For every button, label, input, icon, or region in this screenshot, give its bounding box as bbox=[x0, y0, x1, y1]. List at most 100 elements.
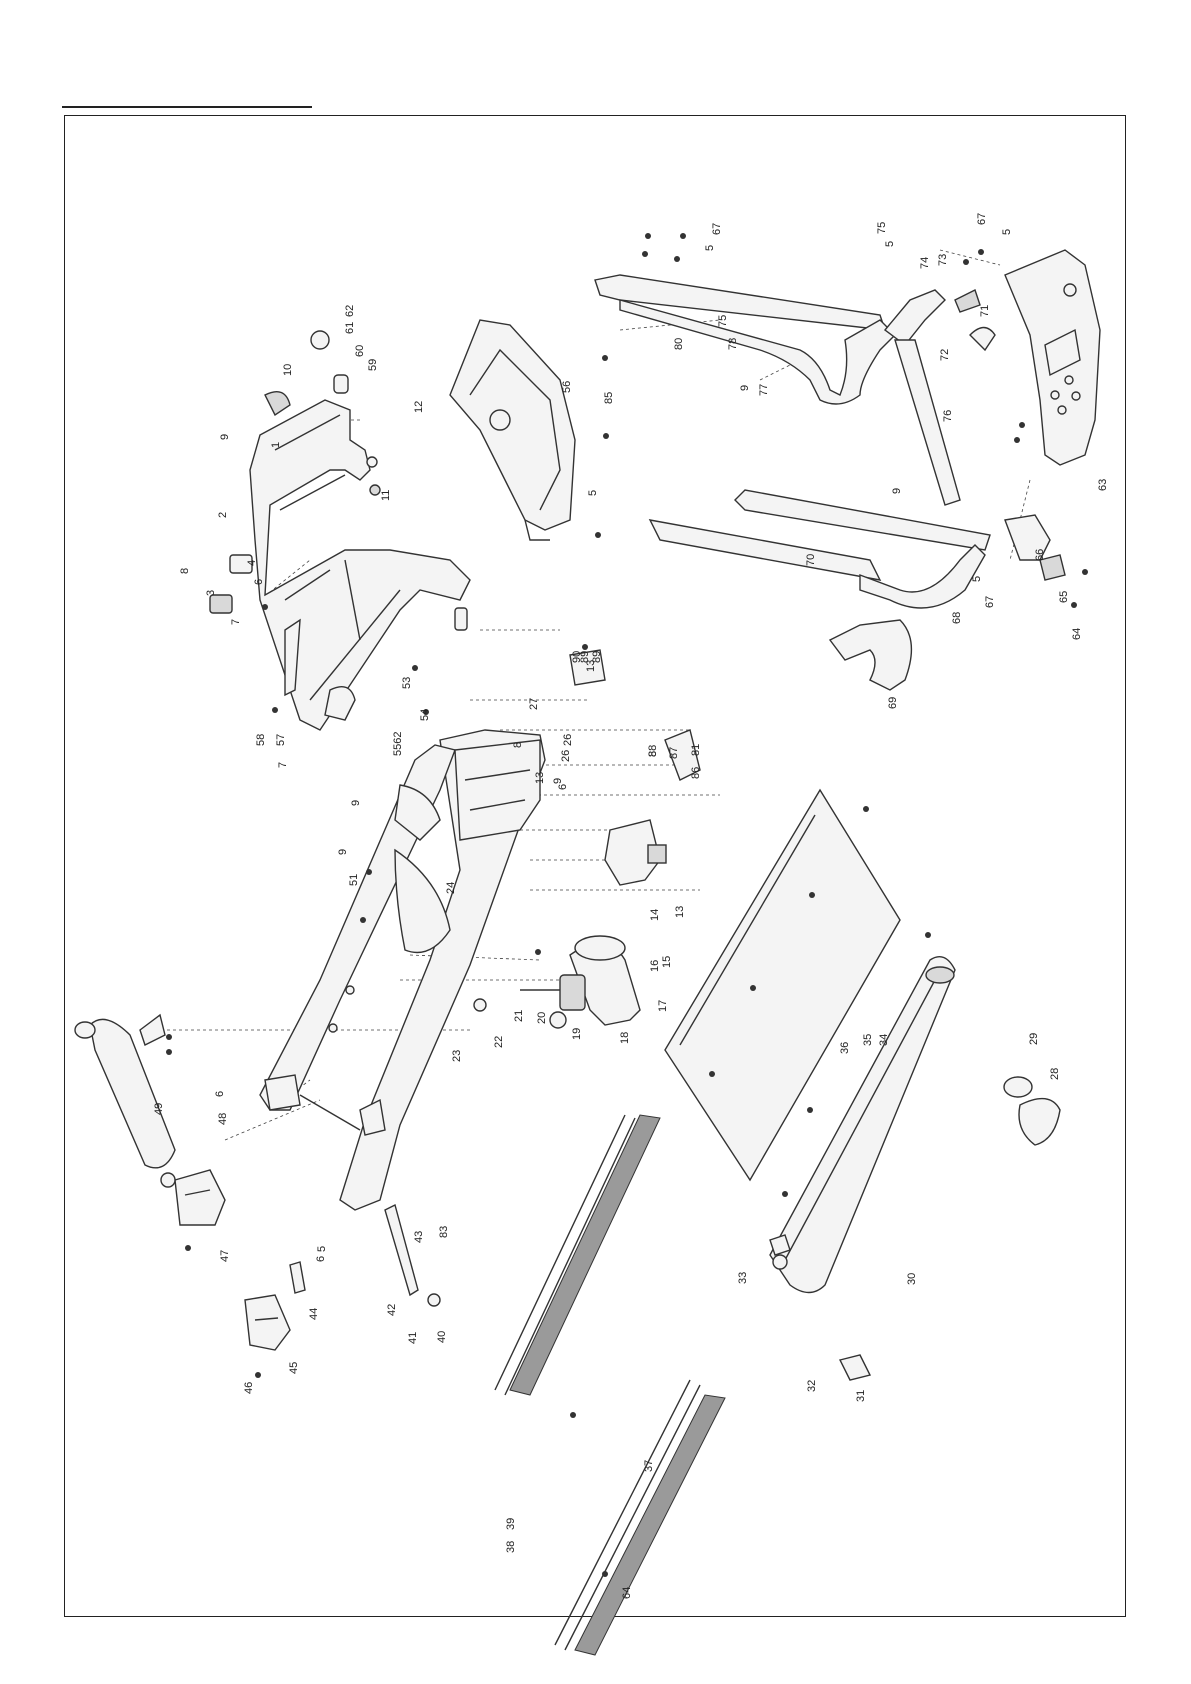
callout-c7b: 7 bbox=[277, 762, 289, 768]
callout-c5b: 5 bbox=[884, 241, 896, 247]
callout-c13b: 13 bbox=[534, 772, 546, 784]
leveling-bolt-42 bbox=[384, 1203, 419, 1297]
callout-c5d: 5 bbox=[971, 576, 983, 582]
callout-c23: 23 bbox=[451, 1050, 463, 1062]
callout-c34: 34 bbox=[878, 1034, 890, 1046]
console-panel-63 bbox=[1004, 249, 1101, 466]
callout-c19: 19 bbox=[571, 1028, 583, 1040]
callout-c37: 37 bbox=[643, 1460, 655, 1472]
callout-c8c: 8 bbox=[647, 751, 659, 757]
callout-c5f: 5 bbox=[587, 490, 599, 496]
callout-c67c: 67 bbox=[984, 596, 996, 608]
callout-c9c: 9 bbox=[337, 849, 349, 855]
right-handrail-bar bbox=[734, 489, 991, 551]
callout-c61: 61 bbox=[344, 322, 356, 334]
callout-c31: 31 bbox=[855, 1390, 867, 1402]
callout-c17: 17 bbox=[657, 1000, 669, 1012]
callout-c29: 29 bbox=[1028, 1033, 1040, 1045]
callout-c30: 30 bbox=[906, 1273, 918, 1285]
callout-c35: 35 bbox=[862, 1034, 874, 1046]
callout-c5e: 5 bbox=[316, 1246, 328, 1252]
roller-pulley-29 bbox=[1003, 1076, 1033, 1098]
callout-c72: 72 bbox=[939, 349, 951, 361]
callout-c67a: 67 bbox=[711, 223, 723, 235]
callout-c81: 81 bbox=[690, 744, 702, 756]
callout-c41: 41 bbox=[407, 1332, 419, 1344]
callout-c22: 22 bbox=[493, 1036, 505, 1048]
rear-end-cap-47 bbox=[174, 1169, 226, 1226]
callout-c83: 83 bbox=[438, 1226, 450, 1238]
callout-c42: 42 bbox=[386, 1304, 398, 1316]
callout-c85: 85 bbox=[603, 392, 615, 404]
callout-c5562: 5562 bbox=[392, 732, 404, 756]
callout-c75a: 75 bbox=[876, 222, 888, 234]
callout-c21: 21 bbox=[513, 1010, 525, 1022]
header-rule bbox=[62, 106, 312, 108]
callout-c64a: 64 bbox=[1071, 628, 1083, 640]
callout-c58: 58 bbox=[255, 734, 267, 746]
rear-foot-assembly bbox=[74, 1013, 441, 1351]
callout-c68: 68 bbox=[951, 612, 963, 624]
callout-c9a: 9 bbox=[219, 434, 231, 440]
callout-c46: 46 bbox=[243, 1382, 255, 1394]
callout-labels: 1234555555666677888999999101112131313141… bbox=[153, 213, 1109, 1599]
callout-c60: 60 bbox=[354, 345, 366, 357]
callout-c20: 20 bbox=[536, 1012, 548, 1024]
callout-c47: 47 bbox=[219, 1250, 231, 1262]
callout-c65: 65 bbox=[1058, 591, 1070, 603]
callout-c36: 36 bbox=[839, 1042, 851, 1054]
callout-c67b: 67 bbox=[976, 213, 988, 225]
callout-c27: 27 bbox=[528, 698, 540, 710]
upright-cap-left bbox=[264, 391, 291, 417]
callout-c51: 51 bbox=[348, 874, 360, 886]
callout-c48: 48 bbox=[217, 1113, 229, 1125]
upright-base-block bbox=[229, 554, 253, 574]
rear-roller-tube-49 bbox=[89, 1018, 176, 1169]
callout-c66: 66 bbox=[1034, 549, 1046, 561]
callout-c77: 77 bbox=[758, 384, 770, 396]
callout-c44: 44 bbox=[308, 1308, 320, 1320]
main-deck-frame bbox=[259, 729, 546, 1211]
callout-c6c: 6 bbox=[315, 1256, 327, 1262]
callout-c45: 45 bbox=[288, 1362, 300, 1374]
callout-c74: 74 bbox=[919, 257, 931, 269]
callout-c62: 62 bbox=[344, 305, 356, 317]
callout-c8a: 8 bbox=[179, 568, 191, 574]
callout-c5c: 5 bbox=[1001, 229, 1013, 235]
running-deck-36 bbox=[664, 788, 901, 1182]
callout-c13c: 13 bbox=[674, 906, 686, 918]
callout-c26a: 26 bbox=[562, 734, 574, 746]
callout-c59: 59 bbox=[367, 359, 379, 371]
callout-c3: 3 bbox=[205, 590, 217, 596]
callout-c73: 73 bbox=[937, 254, 949, 266]
callout-c9f: 9 bbox=[552, 778, 564, 784]
console-bracket-66 bbox=[1004, 514, 1051, 561]
callout-c76: 76 bbox=[942, 410, 954, 422]
callout-c6d: 6 bbox=[557, 784, 569, 790]
callout-c90: 90 bbox=[571, 651, 583, 663]
callout-c71: 71 bbox=[979, 305, 991, 317]
safety-key-72 bbox=[969, 326, 996, 352]
callout-c1: 1 bbox=[270, 442, 282, 448]
callout-c5a: 5 bbox=[704, 245, 716, 251]
callout-c54: 54 bbox=[419, 709, 431, 721]
callout-c57: 57 bbox=[275, 734, 287, 746]
callout-c64b: 64 bbox=[621, 1587, 633, 1599]
callout-c40: 40 bbox=[436, 1331, 448, 1343]
callout-c63: 63 bbox=[1097, 479, 1109, 491]
callout-c39: 39 bbox=[505, 1518, 517, 1530]
callout-c69: 69 bbox=[887, 697, 899, 709]
callout-c8b: 8 bbox=[512, 742, 524, 748]
upright-post-76 bbox=[894, 339, 961, 506]
motor-bracket bbox=[569, 649, 701, 886]
callout-c16: 16 bbox=[649, 960, 661, 972]
callout-c89a: 89 bbox=[591, 651, 603, 663]
rear-roller-31 bbox=[838, 1354, 872, 1381]
callout-c9e: 9 bbox=[739, 385, 751, 391]
running-belt-30 bbox=[769, 956, 1061, 1381]
callout-c86: 86 bbox=[690, 767, 702, 779]
motor-hood-cover bbox=[449, 319, 576, 541]
side-rail-37-lower bbox=[554, 1379, 726, 1656]
